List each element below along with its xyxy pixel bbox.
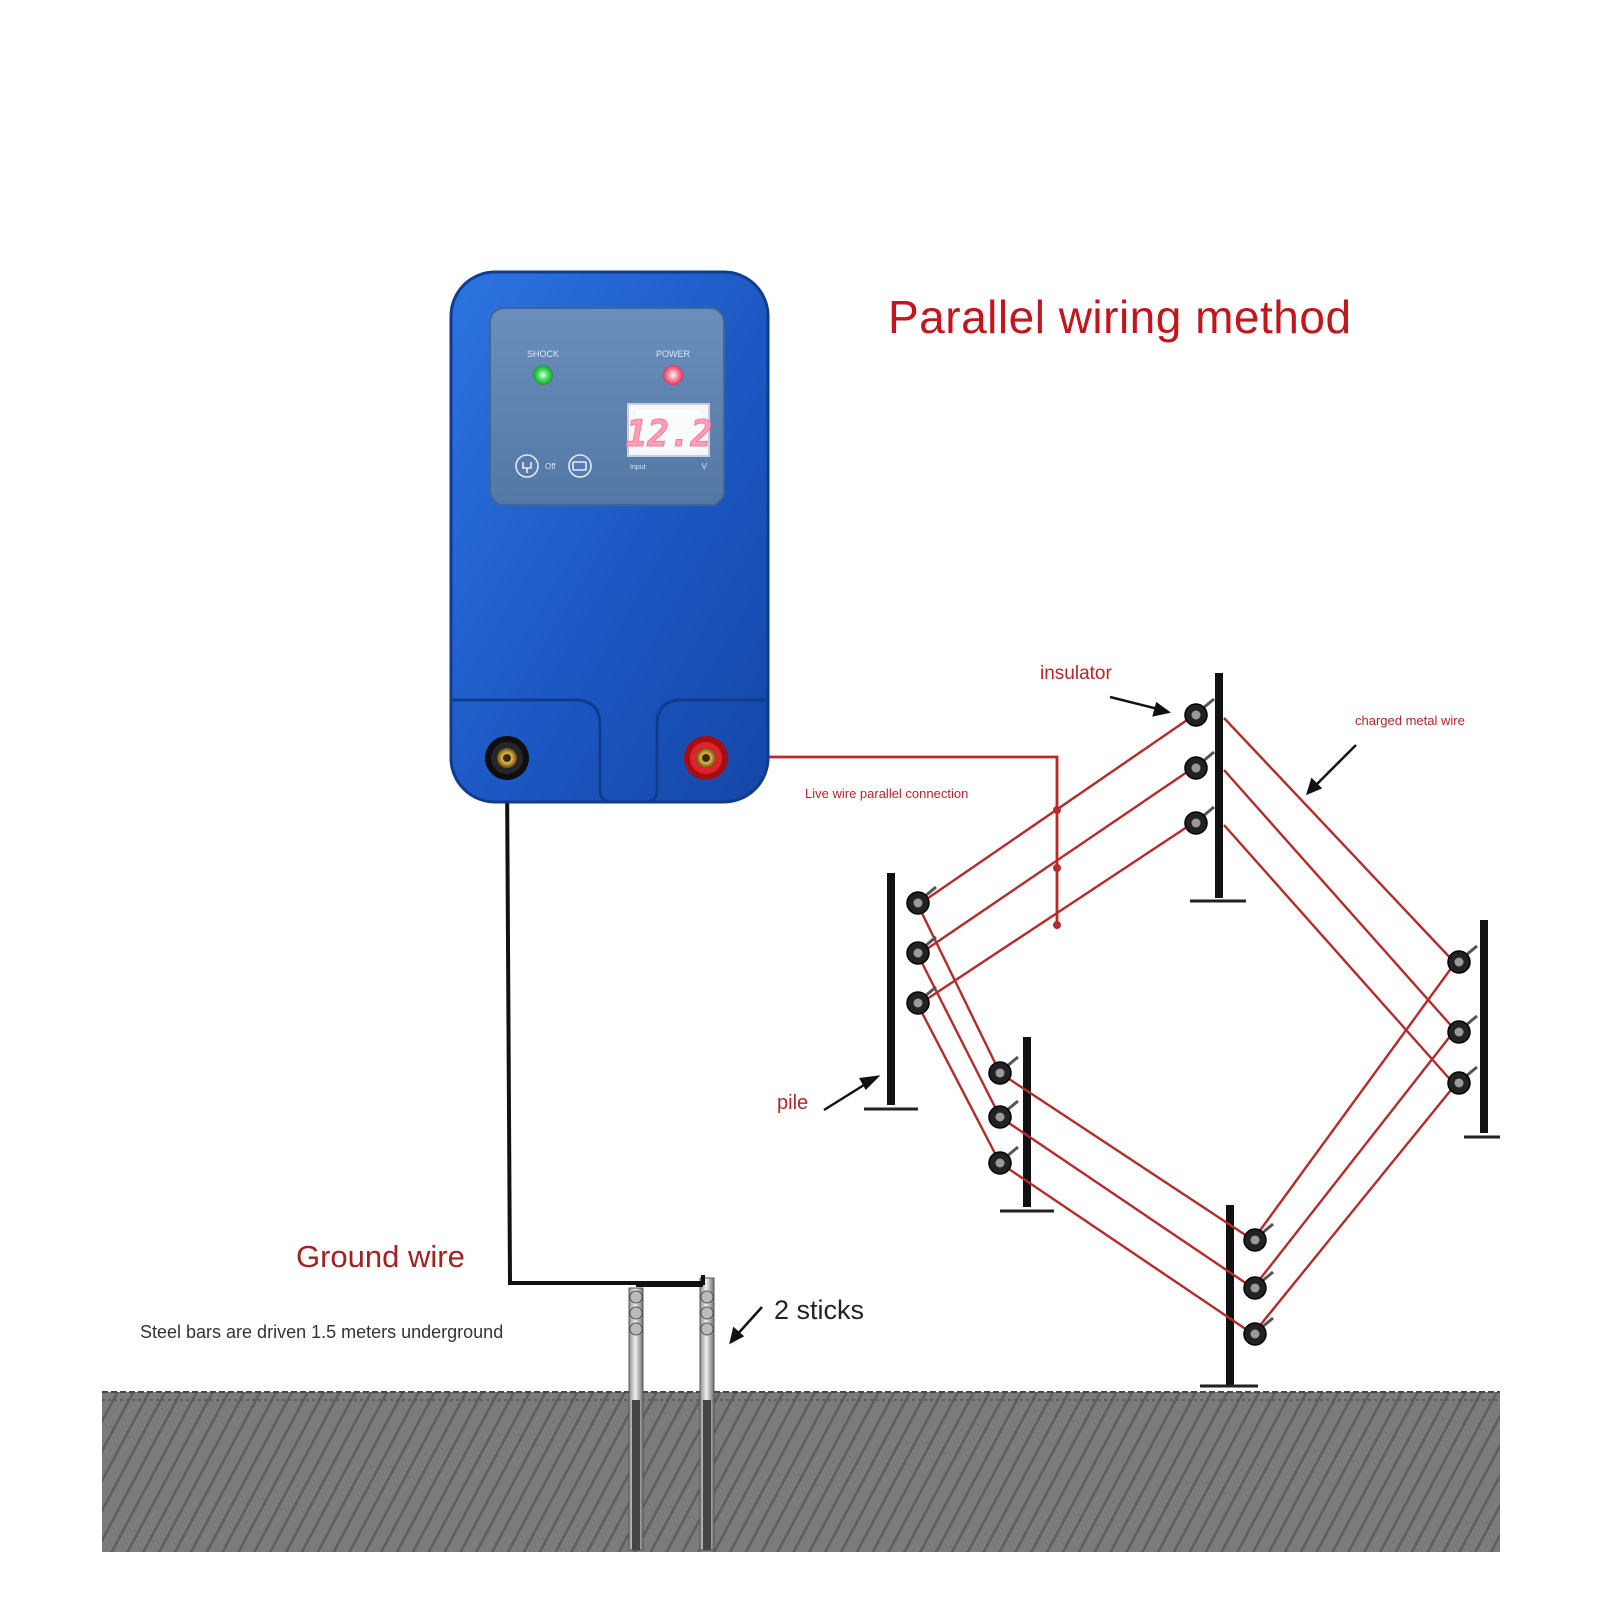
terminal-recess [451,698,768,804]
fence-posts [887,673,1488,1385]
display-unit: V [702,462,708,471]
insulator-icon [1447,944,1478,974]
ground-rod-right [699,1277,715,1551]
insulator-icon [1184,805,1215,835]
shock-led-icon [533,365,553,385]
pile-label: pile [777,1092,809,1114]
insulator-icon [988,1099,1019,1129]
post-bases [864,899,1500,1388]
insulator-icon [988,1055,1019,1085]
insulators [906,697,1478,1346]
insulator-icon [906,985,937,1015]
live-wire [716,755,1059,925]
power-led-icon [663,365,683,385]
mains-plug-icon [515,454,539,478]
live-wire-junctions [1053,806,1061,929]
switch-label: Off [545,462,556,471]
two-sticks-label: 2 sticks [774,1295,865,1325]
insulator-icon [1184,697,1215,727]
diagram-title: Parallel wiring method [888,291,1352,343]
steel-bars-note: Steel bars are driven 1.5 meters undergr… [140,1322,504,1342]
live-wire-label: Live wire parallel connection [805,786,969,801]
insulator-icon [1447,1065,1478,1095]
insulator-icon [1184,750,1215,780]
power-label: POWER [656,349,691,359]
insulator-icon [988,1145,1019,1175]
charged-metal-wire-label: charged metal wire [1355,713,1465,728]
insulator-icon [906,885,937,915]
insulator-icon [1447,1014,1478,1044]
insulator-icon [906,935,937,965]
charged-wires [916,717,1456,1335]
voltage-readout: 12.2 [626,414,713,455]
insulator-icon [1243,1222,1274,1252]
ground-soil [102,1391,1500,1552]
ground-rod-left [628,1287,644,1551]
insulator-icon [1243,1270,1274,1300]
ground-wire-label: Ground wire [296,1239,465,1274]
shock-label: SHOCK [527,349,559,359]
annotation-arrows [729,695,1357,1345]
live-terminal [684,736,728,780]
battery-icon [568,454,592,478]
ground-terminal [485,736,529,780]
insulator-label: insulator [1040,663,1112,684]
insulator-icon [1243,1316,1274,1346]
display-label: Input [630,464,646,471]
ground-wire [505,772,705,1285]
energizer-device: SHOCK POWER 12.2 Input V Off [449,270,770,804]
